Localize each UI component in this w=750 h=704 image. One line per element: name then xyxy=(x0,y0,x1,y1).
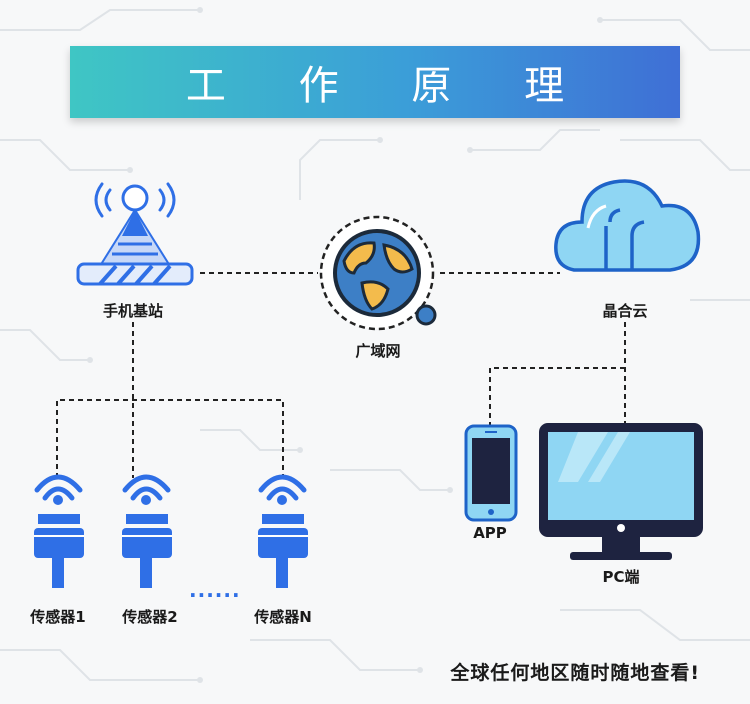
wan-label: 广域网 xyxy=(355,342,401,360)
sensor-n-icon xyxy=(258,474,308,588)
monitor-icon xyxy=(539,423,703,560)
base-station-icon xyxy=(76,182,194,286)
title-banner: 工 作 原 理 xyxy=(70,46,680,118)
sensor-1-label: 传感器1 xyxy=(30,608,86,626)
globe-icon xyxy=(319,215,437,331)
app-label: APP xyxy=(473,524,507,542)
sensor-n-label: 传感器N xyxy=(254,608,312,626)
cloud-label: 晶合云 xyxy=(602,302,648,320)
sensor-2-icon xyxy=(122,474,172,588)
sensor-2-label: 传感器2 xyxy=(122,608,178,626)
footer-slogan: 全球任何地区随时随地查看! xyxy=(450,662,700,684)
base-station-label: 手机基站 xyxy=(102,302,164,320)
phone-icon xyxy=(464,424,518,522)
pc-label: PC端 xyxy=(602,568,640,586)
sensor-ellipsis: ...... xyxy=(189,578,241,602)
sensor-1-icon xyxy=(34,474,84,588)
cloud-icon xyxy=(554,179,701,272)
page-title: 工 作 原 理 xyxy=(185,63,595,109)
